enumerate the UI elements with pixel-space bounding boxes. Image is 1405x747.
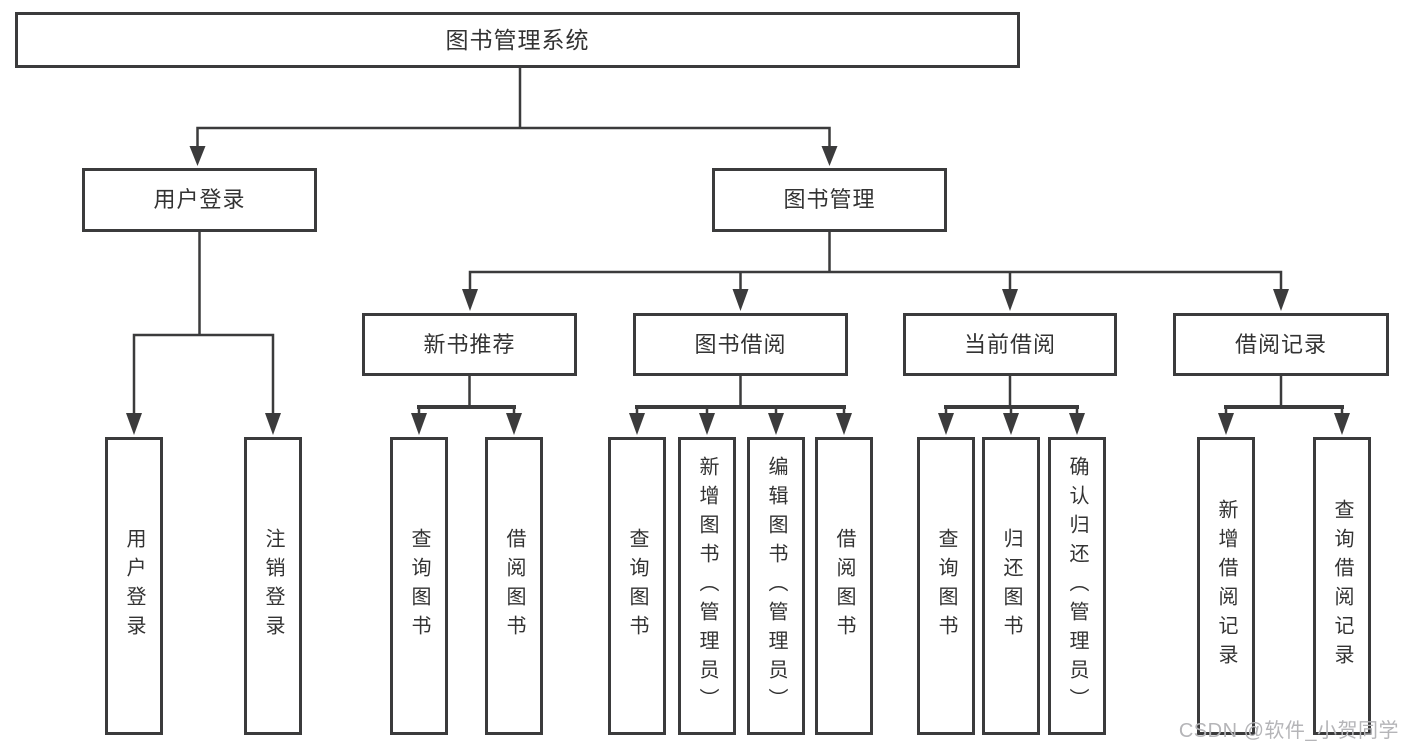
node-new-book-recommend: 新书推荐 xyxy=(362,313,577,376)
node-borrow-records: 借阅记录 xyxy=(1173,313,1389,376)
connector-current-borrow-split xyxy=(938,374,1085,435)
leaf-label: 借阅图书 xyxy=(833,528,855,644)
node-library-management-system: 图书管理系统 xyxy=(15,12,1020,68)
leaf-label: 查询图书 xyxy=(408,528,430,644)
node-leaf-add-borrow-record: 新增借阅记录 xyxy=(1197,437,1255,735)
node-leaf-return-books: 归还图书 xyxy=(982,437,1040,735)
node-current-borrow: 当前借阅 xyxy=(903,313,1117,376)
leaf-label: 查询图书 xyxy=(935,528,957,644)
leaf-label: 确认归还（管理员） xyxy=(1066,455,1088,717)
node-leaf-add-books-admin: 新增图书（管理员） xyxy=(678,437,736,735)
leaf-label: 查询借阅记录 xyxy=(1331,499,1353,673)
node-leaf-user-login: 用户登录 xyxy=(105,437,163,735)
connector-book-borrow-split xyxy=(629,374,852,435)
leaf-label: 新增借阅记录 xyxy=(1215,499,1237,673)
leaf-label: 用户登录 xyxy=(123,528,145,644)
csdn-watermark: CSDN @软件_小贺同学 xyxy=(1178,720,1399,742)
connector-new-book-split xyxy=(411,374,522,435)
leaf-label: 注销登录 xyxy=(262,528,284,644)
connector-borrow-records-split xyxy=(1218,374,1350,435)
connector-user-login-split xyxy=(126,230,281,435)
connector-root-split xyxy=(189,66,838,166)
node-leaf-borrow-books-recommend: 借阅图书 xyxy=(485,437,543,735)
node-leaf-logout: 注销登录 xyxy=(244,437,302,735)
node-leaf-query-books-current: 查询图书 xyxy=(917,437,975,735)
leaf-label: 编辑图书（管理员） xyxy=(765,455,787,717)
leaf-label: 借阅图书 xyxy=(503,528,525,644)
node-book-borrow: 图书借阅 xyxy=(633,313,848,376)
node-leaf-edit-books-admin: 编辑图书（管理员） xyxy=(747,437,805,735)
node-book-management-branch: 图书管理 xyxy=(712,168,947,232)
node-leaf-query-books-recommend: 查询图书 xyxy=(390,437,448,735)
leaf-label: 归还图书 xyxy=(1000,528,1022,644)
leaf-label: 新增图书（管理员） xyxy=(696,455,718,717)
connector-book-mgmt-split xyxy=(462,230,1289,311)
node-leaf-borrow-books: 借阅图书 xyxy=(815,437,873,735)
node-user-login-branch: 用户登录 xyxy=(82,168,317,232)
node-leaf-confirm-return-admin: 确认归还（管理员） xyxy=(1048,437,1106,735)
leaf-label: 查询图书 xyxy=(626,528,648,644)
node-leaf-query-borrow-record: 查询借阅记录 xyxy=(1313,437,1371,735)
node-leaf-query-books-borrow: 查询图书 xyxy=(608,437,666,735)
